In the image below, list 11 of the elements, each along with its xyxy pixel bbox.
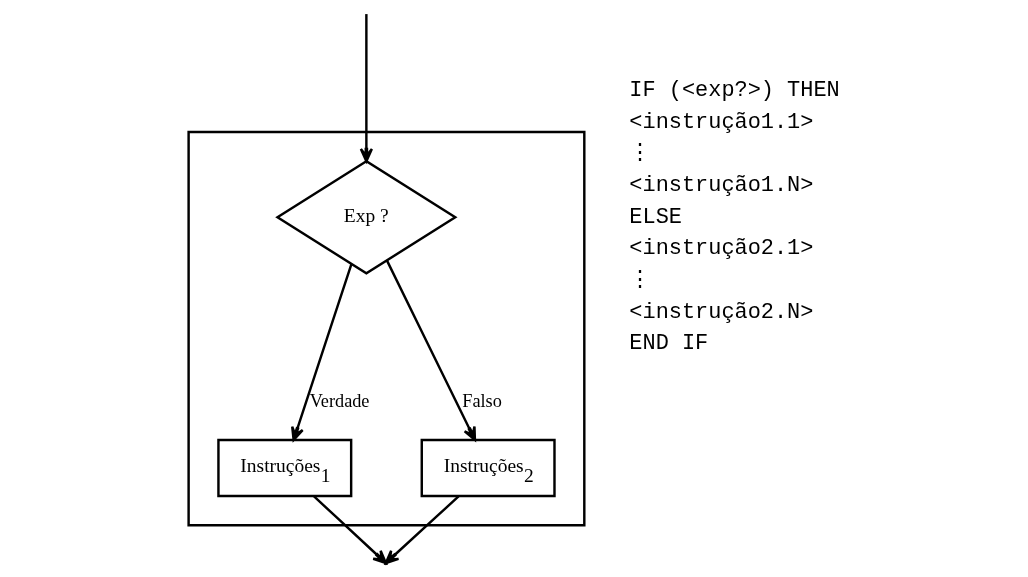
edge-label: Verdade (309, 391, 370, 412)
label: IF (<exp?>) THEN (629, 78, 840, 104)
label: <instrução2.1> (629, 236, 814, 262)
edge-label: Falso (462, 391, 502, 412)
label: <instrução2.N> (629, 299, 814, 325)
label: ELSE (629, 204, 682, 230)
label: ⋮ (629, 141, 652, 167)
label: <instrução1.N> (629, 172, 814, 198)
label: END IF (629, 331, 709, 357)
label: ⋮ (629, 267, 652, 293)
label: <instrução1.1> (629, 109, 814, 135)
